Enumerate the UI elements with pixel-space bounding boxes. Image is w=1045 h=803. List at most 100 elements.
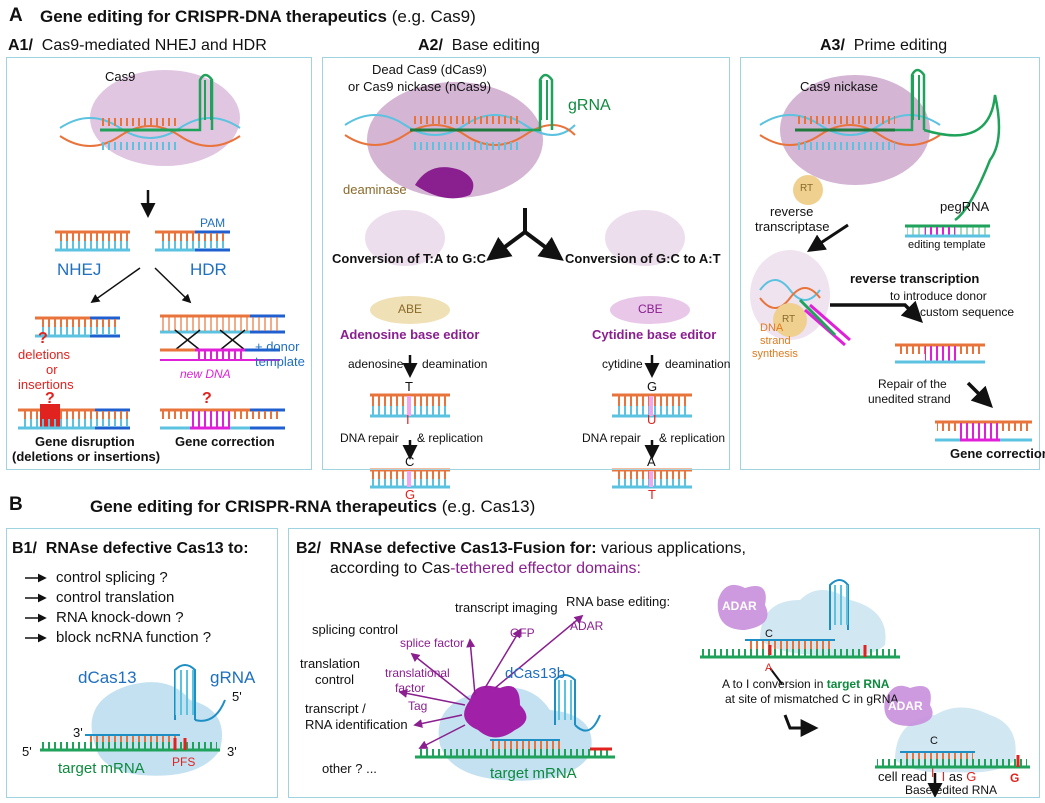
a3-strand: strand <box>760 335 791 347</box>
b2-i-bottom: I <box>931 766 935 780</box>
a2-title: Base editing <box>451 37 540 54</box>
a2-deamination-right: deamination <box>665 357 731 371</box>
a2-cbe-name: Cytidine base editor <box>592 327 717 342</box>
a1-dna-pam <box>155 230 230 252</box>
a1-gene-disruption-sub: (deletions or insertions) <box>12 449 161 464</box>
b2-effector-arrows <box>398 614 584 749</box>
a2-deaminase: deaminase <box>343 182 407 197</box>
a3-id: A3/ <box>820 37 845 54</box>
b1-five-prime: 5' <box>22 744 32 759</box>
a2-letter-a: A <box>647 454 656 469</box>
a3-dna-edited <box>895 343 985 364</box>
a1-insertions: insertions <box>18 377 74 392</box>
b1-item-1: control splicing ? <box>56 569 168 586</box>
a3-nickase: Cas9 nickase <box>800 79 879 94</box>
b2-g-final: G <box>1010 771 1020 785</box>
b2-transcript: transcript / <box>305 701 366 716</box>
a2-abe: ABE <box>398 302 423 316</box>
a1-question-3: ? <box>202 390 212 407</box>
a2-replication-left: & replication <box>417 431 484 445</box>
a3-nickase-complex <box>759 68 1001 222</box>
b2-control: control <box>315 672 355 687</box>
a2-split-arrow <box>486 208 564 261</box>
a3-editing-template: editing template <box>908 239 986 251</box>
a3-title: Prime editing <box>853 37 948 54</box>
a3-unedited: unedited strand <box>868 392 951 406</box>
section-b-title: Gene editing for CRISPR-RNA therapeutics… <box>90 497 535 517</box>
a2-cbe: CBE <box>638 302 663 316</box>
b1-grna: gRNA <box>210 668 256 687</box>
a2-letter-u: U <box>647 412 657 427</box>
a2-letter-t: T <box>405 379 413 394</box>
a2-cytidine: cytidine <box>602 357 643 371</box>
a2-dna-repair-left: DNA repair <box>340 431 399 445</box>
b1-title: RNAse defective Cas13 to: <box>45 540 249 557</box>
a3-rev-transcription: reverse transcription <box>850 271 980 286</box>
b2-splicing-control: splicing control <box>312 622 398 637</box>
a3-dna: DNA <box>760 322 784 334</box>
a3-rt-2: RT <box>782 314 796 325</box>
b1-heading: B1/ RNAse defective Cas13 to: <box>12 540 249 558</box>
b2-factor: factor <box>395 681 426 695</box>
a3-heading: A3/ Prime editing <box>820 37 947 55</box>
a1-dna-disruption <box>18 404 130 430</box>
a1-gene-correction: Gene correction <box>175 434 275 449</box>
b2-g-letter: G <box>966 769 977 784</box>
a1-question-2: ? <box>45 390 55 407</box>
a2-cbe-shape <box>605 210 685 266</box>
a3-arrow-1 <box>806 223 849 252</box>
panel-b2 <box>288 528 1040 798</box>
b1-arrows <box>25 573 47 643</box>
a3-custom-seq: custom sequence <box>920 305 1015 319</box>
a3-rt-synthesis <box>750 250 851 347</box>
a3-repair-of: Repair of the <box>878 377 947 391</box>
b1-dcas13-complex <box>40 664 226 776</box>
a2-replication-right: & replication <box>659 431 726 445</box>
b2-adar-complex-bottom <box>875 685 1030 773</box>
b2-a-to-i: A to I conversion in <box>722 677 824 691</box>
panel-a1 <box>6 57 312 470</box>
panel-b1 <box>6 528 278 798</box>
a2-dna-l1 <box>370 393 450 418</box>
section-a-title-text: Gene editing for CRISPR-DNA therapeutics <box>40 7 387 26</box>
a1-title: Cas9-mediated NHEJ and HDR <box>41 37 267 54</box>
a2-letter-g: G <box>647 379 658 394</box>
b2-adar-top: ADAR <box>722 599 757 613</box>
a3-dna-corrected <box>935 420 1032 442</box>
a2-nickase: or Cas9 nickase (nCas9) <box>348 79 492 94</box>
a1-id: A1/ <box>8 37 33 54</box>
a3-arrow-2 <box>830 300 923 323</box>
a3-editing-template <box>905 224 990 238</box>
section-b-letter: B <box>9 494 23 515</box>
a2-dcas9-complex <box>344 73 576 199</box>
b1-five-prime-top: 5' <box>232 689 242 704</box>
b2-at-site: at site of mismatched C in gRNA <box>725 692 899 706</box>
a2-deamination-left: deamination <box>422 357 488 371</box>
a2-dna-repair-right: DNA repair <box>582 431 641 445</box>
section-a-example: (e.g. Cas9) <box>391 7 476 26</box>
a3-transcriptase: transcriptase <box>755 219 830 234</box>
a3-arrow-3 <box>966 381 993 408</box>
a2-conv-left: Conversion of T:A to G:C <box>332 251 487 266</box>
b2-line2: according to Cas-tethered effector domai… <box>330 560 641 578</box>
b1-item-3: RNA knock-down ? <box>56 609 184 626</box>
a1-or: or <box>46 362 58 377</box>
b1-id: B1/ <box>12 540 37 557</box>
b2-dcas13b-complex <box>415 674 615 781</box>
b1-three-prime: 3' <box>227 744 237 759</box>
b2-adar-complex-top <box>700 579 900 659</box>
a2-conv-right: Conversion of G:C to A:T <box>565 251 721 266</box>
a3-gene-correction: Gene correction <box>950 446 1045 461</box>
section-a-letter: A <box>9 5 23 26</box>
a1-pam-label: PAM <box>200 216 226 230</box>
a2-abe-badge <box>370 296 450 324</box>
a1-cas9-label: Cas9 <box>105 69 136 84</box>
a2-grna: gRNA <box>568 97 611 114</box>
b1-target: target mRNA <box>58 760 145 777</box>
b1-item-4: block ncRNA function ? <box>56 629 212 646</box>
b2-as: as <box>948 769 963 784</box>
section-b-example: (e.g. Cas13) <box>441 497 536 516</box>
b2-adar-bottom: ADAR <box>888 699 923 713</box>
b2-transcript-imaging: transcript imaging <box>455 600 558 615</box>
